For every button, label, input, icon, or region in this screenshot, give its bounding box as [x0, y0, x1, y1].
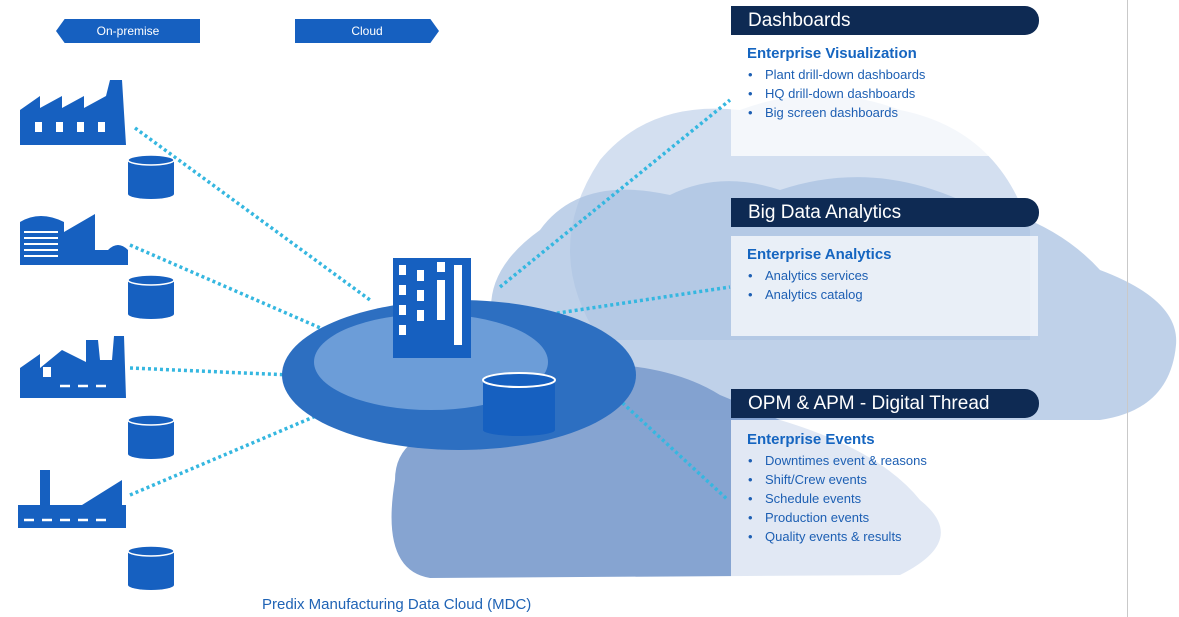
bullet: •	[748, 529, 753, 544]
analytics-card: Enterprise Analytics •Analytics services…	[731, 236, 1031, 304]
tag-on-premise: On-premise	[56, 19, 200, 43]
divider	[1127, 0, 1128, 617]
database-icon	[127, 414, 175, 459]
factory-icon	[20, 80, 126, 145]
list-item: •Analytics catalog	[748, 287, 863, 302]
dashboards-card: Enterprise Visualization •Plant drill-do…	[731, 35, 1031, 122]
list-item: •Plant drill-down dashboards	[748, 67, 926, 82]
card-title: Enterprise Events	[747, 431, 875, 448]
dashboards-header: Dashboards	[731, 6, 1039, 35]
list-item: •Analytics services	[748, 268, 869, 283]
list-item: •Shift/Crew events	[748, 472, 867, 487]
database-icon	[127, 274, 175, 319]
list-item: •Production events	[748, 510, 870, 525]
list-item: •Quality events & results	[748, 529, 902, 544]
opm-apm-header: OPM & APM - Digital Thread	[731, 389, 1039, 418]
card-title: Enterprise Analytics	[747, 246, 892, 263]
card-list: •Plant drill-down dashboards •HQ drill-d…	[747, 65, 1031, 122]
bullet: •	[748, 472, 753, 487]
list-item: •HQ drill-down dashboards	[748, 86, 916, 101]
bullet: •	[748, 510, 753, 525]
card-list: •Downtimes event & reasons •Shift/Crew e…	[747, 451, 1031, 546]
bullet: •	[748, 287, 753, 302]
card-title: Enterprise Visualization	[747, 45, 917, 62]
diagram-caption: Predix Manufacturing Data Cloud (MDC)	[262, 596, 532, 613]
tag-cloud: Cloud	[295, 19, 439, 43]
plant-icon	[20, 336, 126, 398]
list-item: •Downtimes event & reasons	[748, 453, 927, 468]
bullet: •	[748, 268, 753, 283]
site-databases	[127, 154, 175, 590]
bullet: •	[748, 491, 753, 506]
bullet: •	[748, 105, 753, 120]
database-icon	[482, 372, 556, 436]
bullet: •	[748, 453, 753, 468]
card-list: •Analytics services •Analytics catalog	[747, 266, 1031, 304]
refinery-icon	[18, 470, 126, 528]
bullet: •	[748, 86, 753, 101]
list-item: •Big screen dashboards	[748, 105, 898, 120]
list-item: •Schedule events	[748, 491, 862, 506]
big-data-analytics-header: Big Data Analytics	[731, 198, 1039, 227]
building-icon	[393, 258, 471, 358]
database-icon	[127, 154, 175, 199]
database-icon	[127, 545, 175, 590]
events-card: Enterprise Events •Downtimes event & rea…	[731, 421, 1031, 546]
power-plant-icon	[20, 214, 128, 265]
bullet: •	[748, 67, 753, 82]
